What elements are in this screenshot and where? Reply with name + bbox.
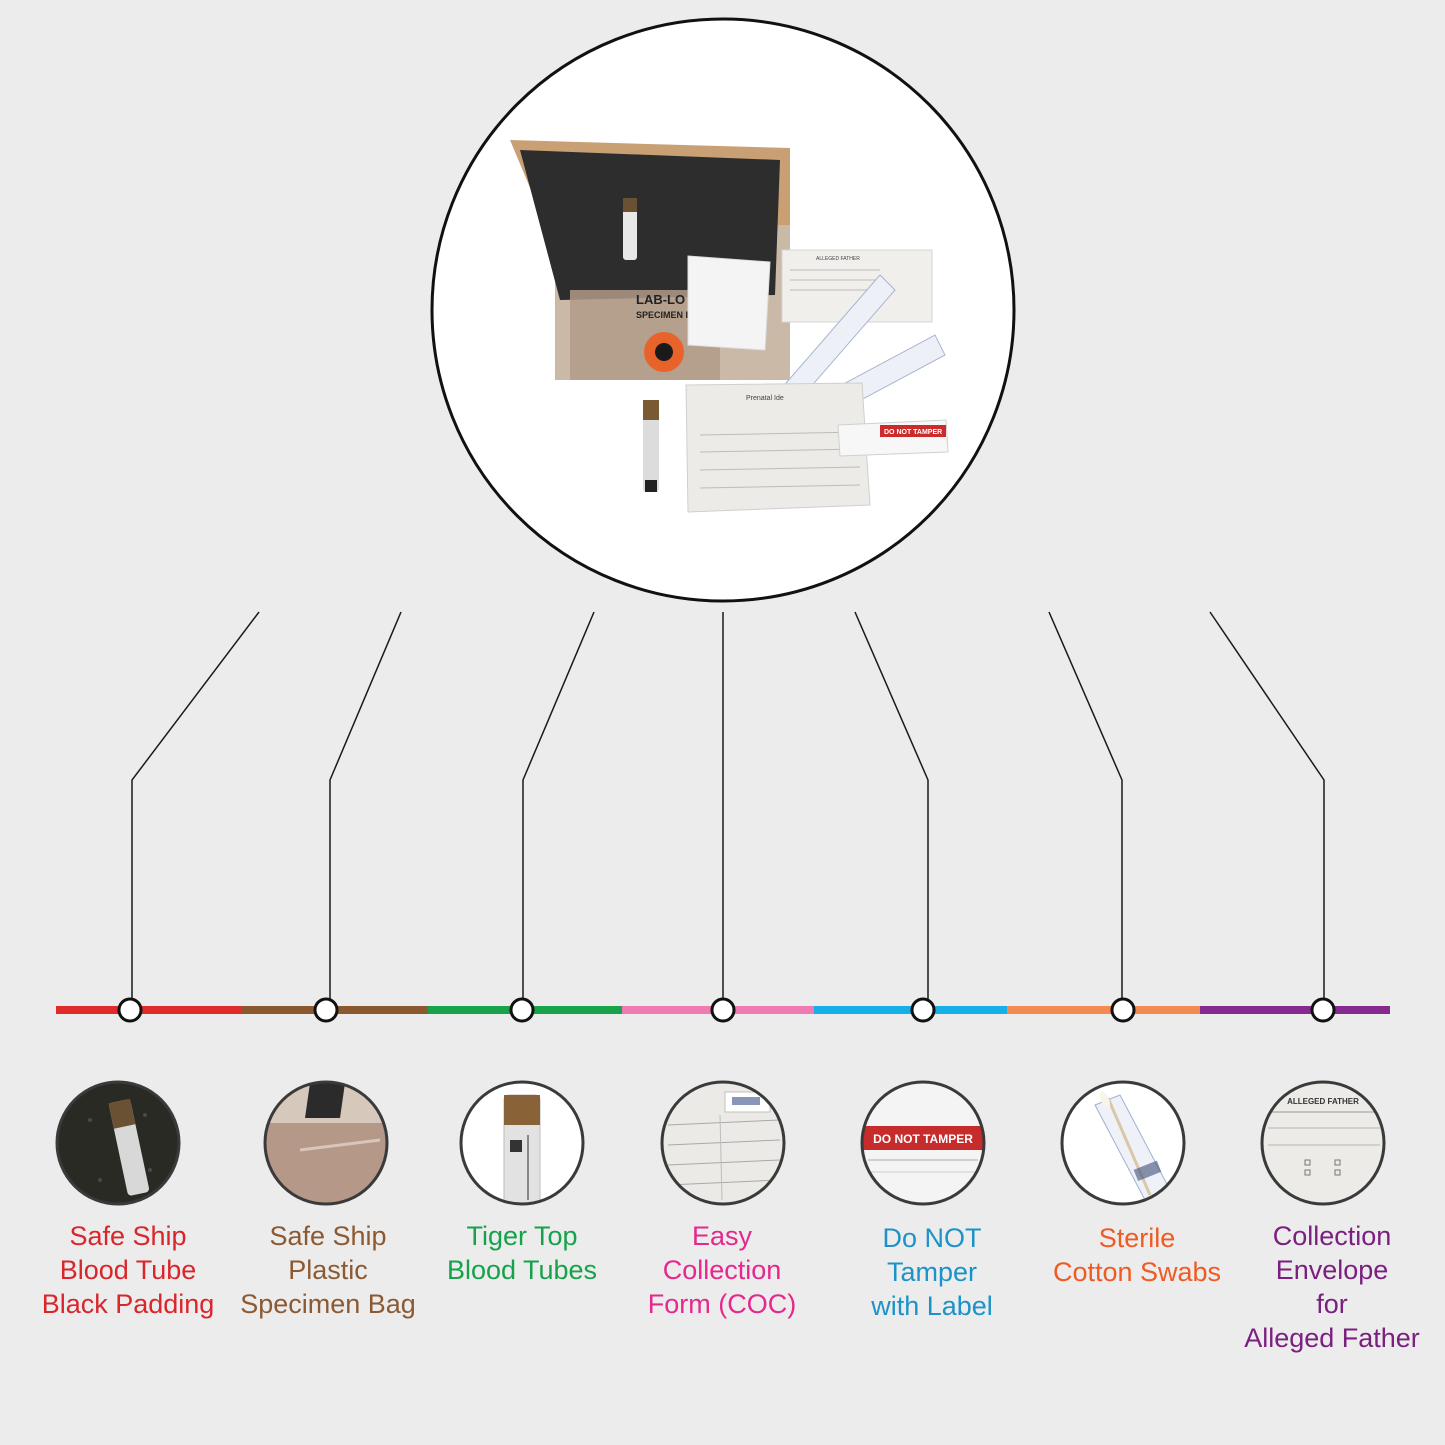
connector-line-3 [522, 611, 595, 1000]
item-label-line: with Label [871, 1291, 993, 1321]
item-label-line: Specimen Bag [240, 1289, 416, 1319]
bag-text: SPECIMEN B [636, 310, 693, 320]
connector-line-1 [131, 611, 260, 1000]
thumbnails: DO NOT TAMPER ALLEGED FATHER [55, 1080, 1386, 1206]
item-label-line: Collection [1272, 1221, 1392, 1251]
kit-photo: LAB-LO SPECIMEN B ALLEGED FATHER Prenata… [430, 17, 1016, 603]
item-label-line: Blood Tubes [446, 1255, 598, 1285]
form-text: Prenatal Ide [746, 395, 784, 402]
item-label-line: Sterile [1098, 1223, 1176, 1253]
item-label-line: Blood Tube [59, 1255, 197, 1285]
timeline-nodes [117, 997, 1336, 1023]
svg-text:DO NOT TAMPER: DO NOT TAMPER [873, 1132, 973, 1146]
timeline-segment-6 [1007, 1006, 1200, 1014]
connector-lines [131, 611, 1325, 1000]
timeline-segment-1 [56, 1006, 241, 1014]
envelope-text: ALLEGED FATHER [816, 256, 860, 262]
item-label-line: for [1316, 1289, 1348, 1319]
seal-text: DO NOT TAMPER [884, 429, 942, 436]
collection-form-thumbnail [660, 1080, 786, 1206]
connector-line-2 [329, 611, 402, 1000]
timeline-node-1 [117, 997, 143, 1023]
box-text: LAB-LO [636, 292, 685, 307]
svg-text:ALLEGED FATHER: ALLEGED FATHER [1287, 1097, 1359, 1106]
item-label-line: Plastic [288, 1255, 368, 1285]
connector-line-7 [1209, 611, 1325, 1000]
cotton-swab-thumbnail [1060, 1080, 1186, 1206]
item-label-line: Alleged Father [1244, 1323, 1420, 1353]
item-label-line: Safe Ship [269, 1221, 387, 1251]
timeline-segment-7 [1200, 1006, 1390, 1014]
item-label-line: Easy [691, 1221, 753, 1251]
connector-line-5 [854, 611, 929, 1000]
tamper-label-thumbnail: DO NOT TAMPER [860, 1080, 986, 1206]
item-label-line: Tiger Top [466, 1221, 578, 1251]
tube-in-foam [623, 198, 637, 260]
item-label-line: Tamper [886, 1257, 978, 1287]
timeline-node-2 [313, 997, 339, 1023]
collection-form [685, 382, 871, 513]
item-label-line: Safe Ship [69, 1221, 187, 1251]
item-label-line: Envelope [1275, 1255, 1389, 1285]
timeline-node-7 [1310, 997, 1336, 1023]
connector-line-6 [1048, 611, 1123, 1000]
item-label-line: Black Padding [41, 1289, 215, 1319]
blood-tube-padding-thumbnail [55, 1080, 181, 1206]
timeline-node-5 [910, 997, 936, 1023]
item-label-line: Collection [662, 1255, 782, 1285]
specimen-bag-thumbnail [263, 1080, 389, 1206]
timeline-node-6 [1110, 997, 1136, 1023]
kit-photo-border [430, 17, 1016, 603]
item-label-line: Form (COC) [647, 1289, 797, 1319]
timeline-node-4 [710, 997, 736, 1023]
item-label-5: Do NOT Tamper with Label [827, 1221, 1037, 1323]
envelope-thumbnail: ALLEGED FATHER [1260, 1080, 1386, 1206]
tiger-top-tube [643, 400, 659, 492]
tiger-top-tube-thumbnail [459, 1080, 585, 1206]
item-label-line: Do NOT [882, 1223, 982, 1253]
item-label-line: Cotton Swabs [1052, 1257, 1222, 1287]
timeline-node-3 [509, 997, 535, 1023]
